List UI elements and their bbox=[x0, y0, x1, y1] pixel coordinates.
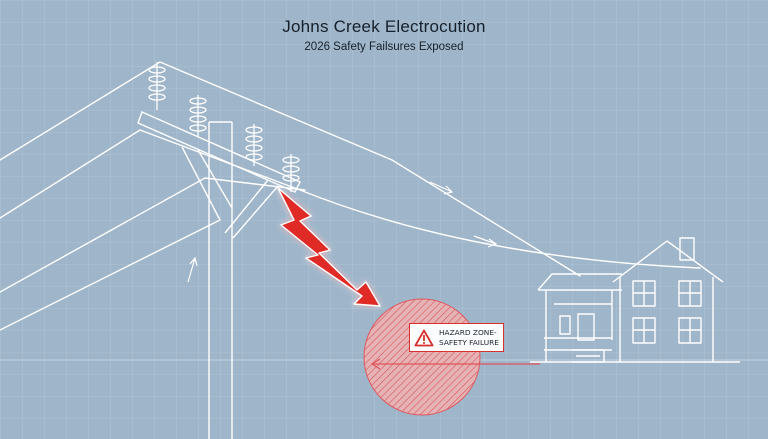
insulator-2 bbox=[189, 95, 207, 137]
house-porch-roof bbox=[537, 273, 622, 291]
pole-brace-right bbox=[224, 179, 279, 239]
hazard-line-2: SAFETY FAILURE bbox=[439, 337, 499, 347]
house-roof bbox=[612, 240, 724, 283]
warning-triangle-icon bbox=[414, 329, 434, 346]
diagram-title: Johns Creek Electrocution bbox=[282, 17, 486, 36]
power-line-bottom bbox=[0, 219, 221, 331]
house-chimney bbox=[679, 237, 695, 261]
hazard-line-1: HAZARD ZONE- bbox=[439, 327, 497, 337]
power-line-lower bbox=[0, 177, 306, 293]
insulator-4 bbox=[282, 154, 300, 192]
insulator-3 bbox=[245, 124, 263, 166]
pole-shaft bbox=[208, 122, 233, 439]
power-line-top bbox=[0, 61, 581, 277]
power-line-middle bbox=[0, 129, 701, 269]
hazard-label: HAZARD ZONE- SAFETY FAILURE bbox=[409, 323, 504, 352]
insulators bbox=[148, 62, 300, 192]
house bbox=[530, 237, 740, 363]
insulator-1 bbox=[148, 62, 166, 110]
pole-brace bbox=[181, 146, 233, 221]
diagram-subtitle: 2026 Safety Failsures Exposed bbox=[304, 41, 464, 53]
house-walls bbox=[619, 277, 714, 362]
house-door bbox=[577, 313, 595, 341]
lightning-bolt-icon bbox=[277, 187, 381, 307]
arrow-icon bbox=[429, 181, 454, 195]
hazard-text: HAZARD ZONE- SAFETY FAILURE bbox=[439, 328, 499, 348]
utility-pole bbox=[137, 111, 301, 439]
arrow-icon bbox=[187, 256, 198, 283]
arrow-icon bbox=[473, 235, 498, 248]
hazard-circle bbox=[363, 298, 481, 416]
current-arrows bbox=[187, 181, 498, 283]
power-lines bbox=[0, 61, 768, 361]
